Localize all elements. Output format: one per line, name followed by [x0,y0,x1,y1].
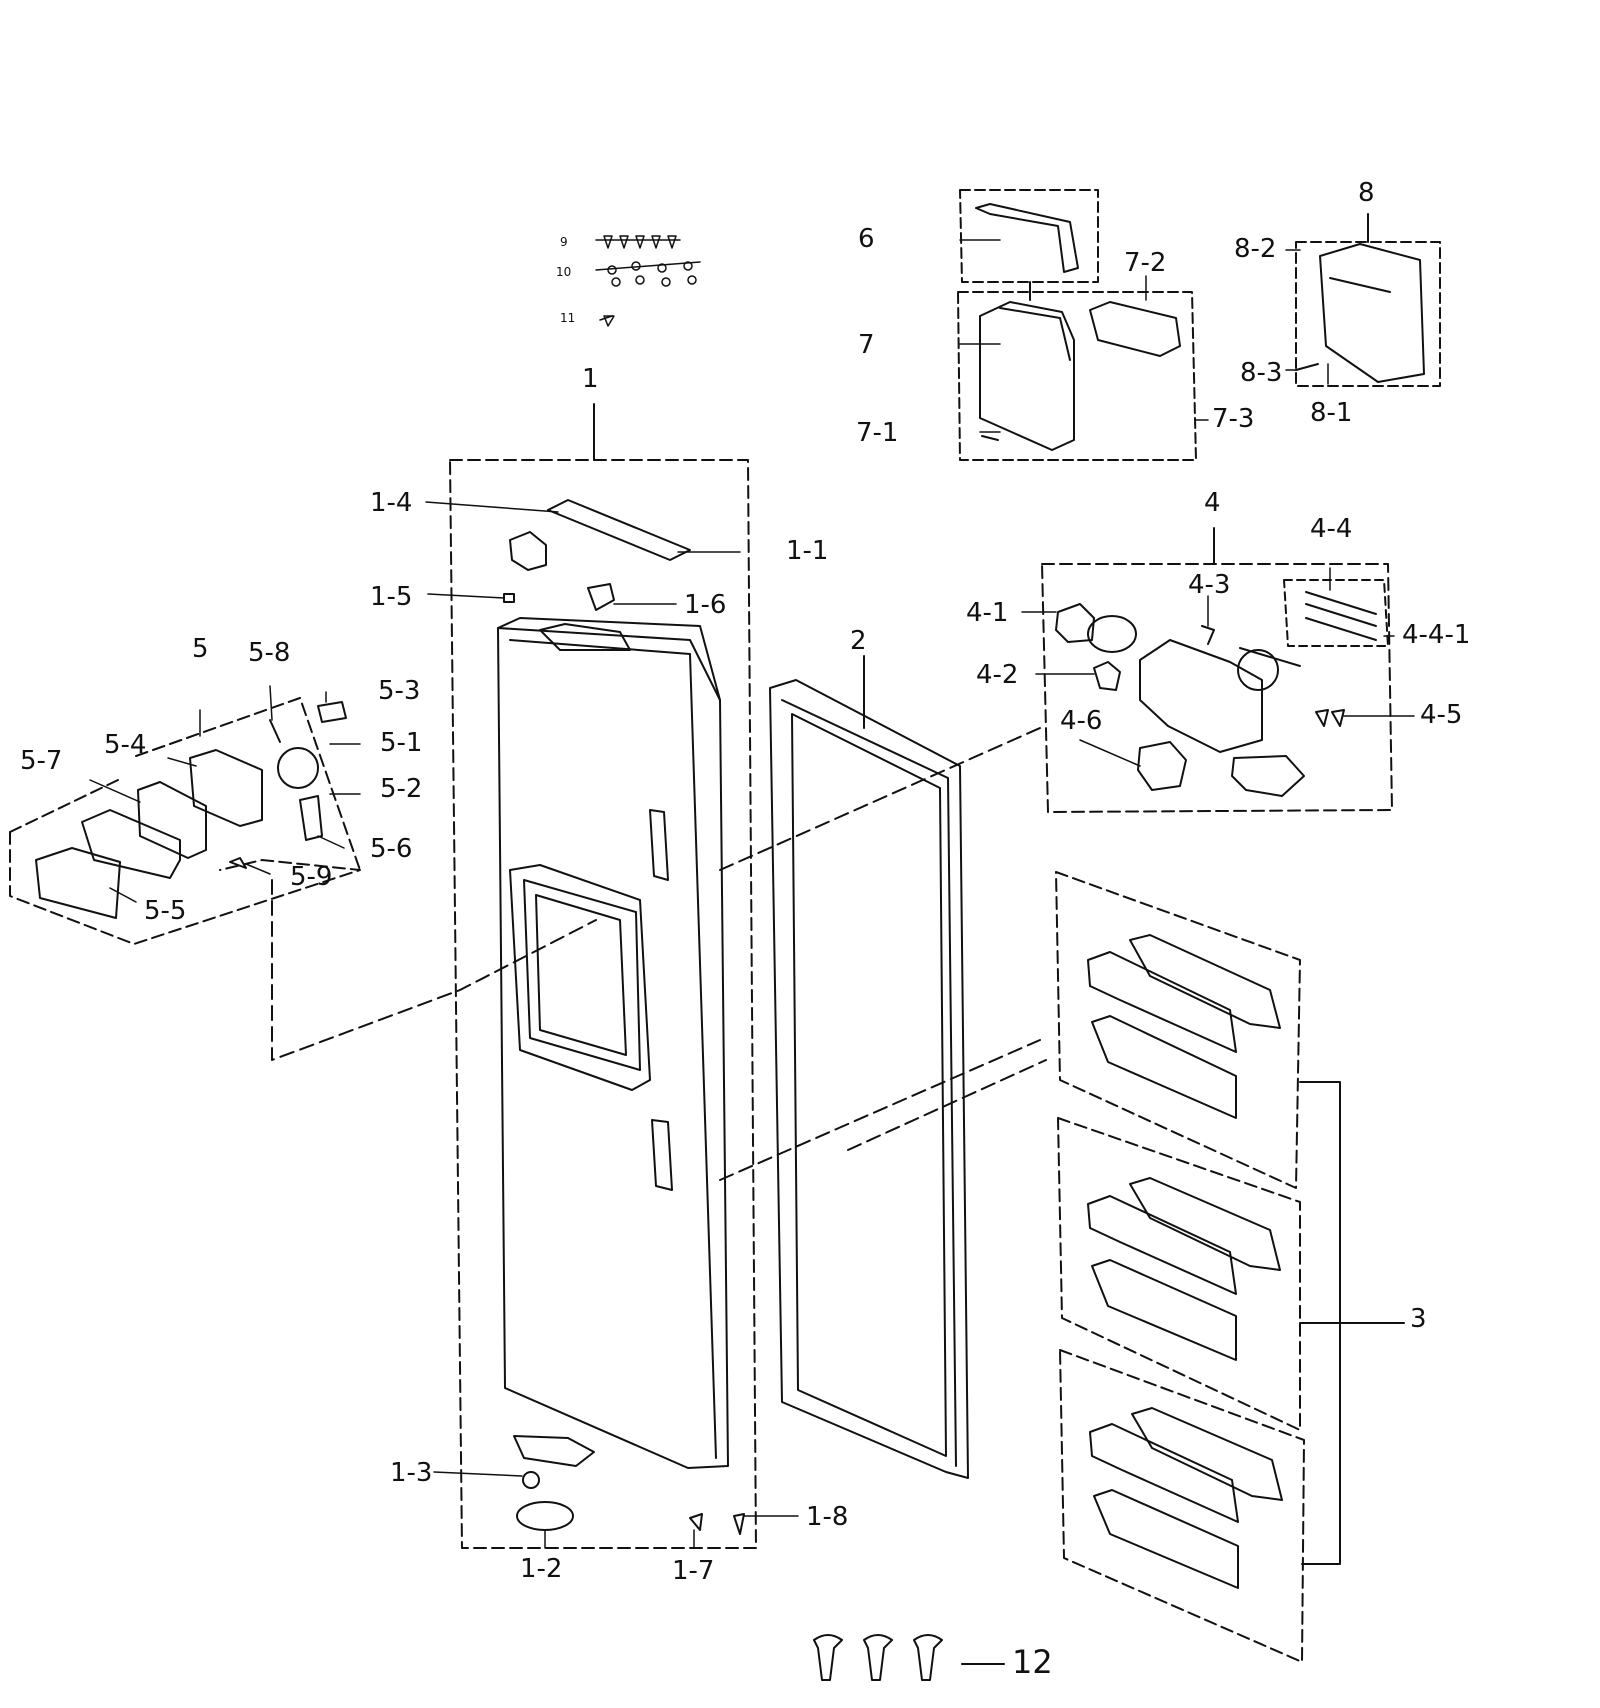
label-1-3: 1-3 [390,1458,433,1488]
label-5-9: 5-9 [290,862,333,892]
label-1-8: 1-8 [806,1502,849,1532]
top-cover [547,499,691,561]
ice-module-group [1041,527,1393,813]
label-5-3: 5-3 [378,676,421,706]
label-10: 10 [556,265,572,279]
label-5-7: 5-7 [20,746,63,776]
assembly-connectors [271,727,1047,1181]
ice-maker-group [957,281,1197,461]
label-7-2: 7-2 [1124,248,1167,278]
label-7-1: 7-1 [856,418,899,448]
label-5-4: 5-4 [104,730,147,760]
dispenser-panel-parts [35,701,347,919]
label-1: 1 [582,364,599,394]
label-6: 6 [858,224,875,254]
hinge-cap [516,1501,574,1531]
door-assembly-group [449,403,757,1549]
label-8: 8 [1358,178,1375,208]
label-1-2: 1-2 [520,1554,563,1584]
label-2: 2 [850,626,867,656]
label-8-1: 8-1 [1310,398,1353,428]
small-screws [603,235,697,327]
dispenser-panel-group [9,697,361,945]
leader-lines [89,239,1415,1549]
screw-1-8 [733,1513,745,1535]
label-7-3: 7-3 [1212,404,1255,434]
label-4-4: 4-4 [1310,514,1353,544]
bottom-hinge [513,1435,595,1467]
door-bins-group [1055,871,1305,1663]
label-7: 7 [858,330,875,360]
washer [522,1471,540,1489]
screws-12 [813,1634,1005,1681]
small-pin [503,593,515,603]
label-5: 5 [192,634,209,664]
label-8-2: 8-2 [1234,234,1277,264]
label-1-5: 1-5 [370,582,413,612]
label-4-4-1: 4-4-1 [1402,620,1471,650]
door-gasket [769,655,969,1479]
label-4-3: 4-3 [1188,570,1231,600]
ice-bucket-group [1295,213,1441,387]
label-9: 9 [560,235,568,249]
label-4: 4 [1204,488,1221,518]
label-5-5: 5-5 [144,896,187,926]
label-4-2: 4-2 [976,660,1019,690]
screw-1-7 [689,1513,703,1531]
label-11: 11 [560,311,576,325]
ice-bucket-cover-group [959,189,1099,283]
label-5-8: 5-8 [248,638,291,668]
label-12: 12 [1012,1643,1053,1681]
screw-sets [595,239,701,321]
label-5-1: 5-1 [380,728,423,758]
door-bins [1087,934,1283,1589]
hinge-bracket [509,531,547,571]
door-panel [497,617,729,1469]
label-1-7: 1-7 [672,1556,715,1586]
label-1-4: 1-4 [370,488,413,518]
label-5-2: 5-2 [380,774,423,804]
label-8-3: 8-3 [1240,358,1283,388]
label-4-5: 4-5 [1420,700,1463,730]
label-1-6: 1-6 [684,590,727,620]
label-4-1: 4-1 [966,598,1009,628]
label-1-1: 1-1 [786,536,829,566]
heater-connector [587,583,615,611]
label-3: 3 [1410,1304,1427,1334]
label-4-6: 4-6 [1060,706,1103,736]
label-5-6: 5-6 [370,834,413,864]
